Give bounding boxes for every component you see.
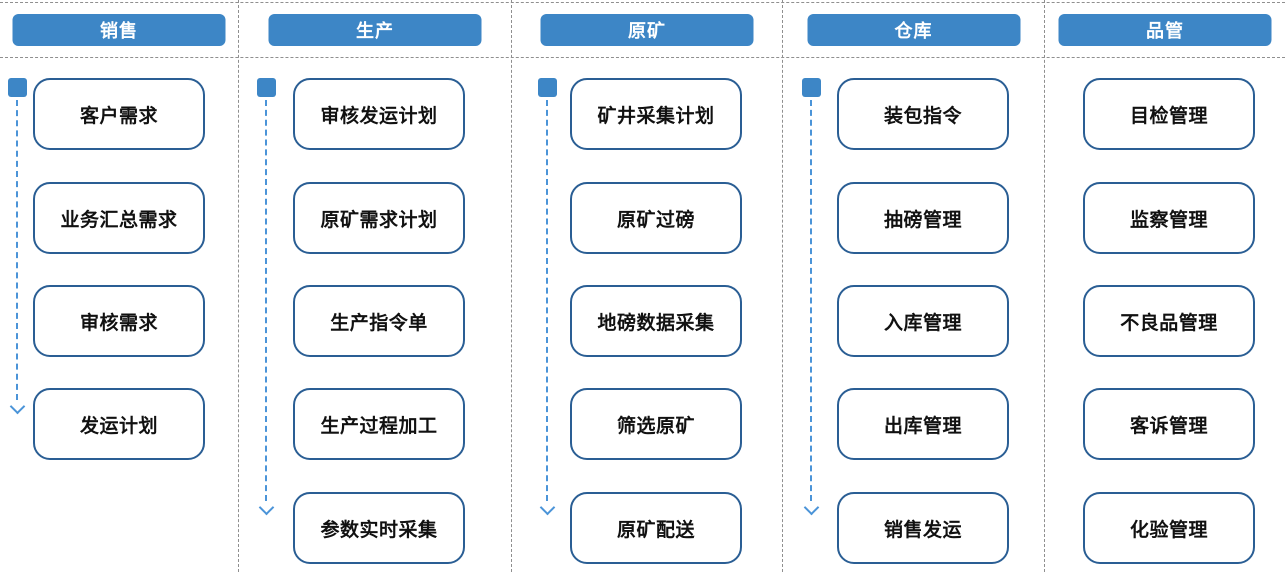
column-header-warehouse: 仓库: [807, 14, 1020, 46]
flow-step-warehouse-4: 出库管理: [837, 388, 1009, 460]
column-header-quality: 品管: [1058, 14, 1272, 46]
flow-step-quality-1: 目检管理: [1083, 78, 1255, 150]
flow-step-warehouse-5: 销售发运: [837, 492, 1009, 564]
column-header-sales: 销售: [12, 14, 226, 46]
flow-step-quality-4: 客诉管理: [1083, 388, 1255, 460]
flow-step-quality-3: 不良品管理: [1083, 285, 1255, 357]
flow-step-raw-ore-4: 筛选原矿: [570, 388, 742, 460]
flow-start-marker: [257, 78, 276, 97]
flow-dashed-line: [546, 100, 548, 501]
column-quality: 品管 目检管理 监察管理 不良品管理 客诉管理 化验管理: [1045, 0, 1285, 572]
flow-start-marker: [538, 78, 557, 97]
flow-step-production-4: 生产过程加工: [293, 388, 465, 460]
flow-step-raw-ore-5: 原矿配送: [570, 492, 742, 564]
column-raw-ore: 原矿 矿井采集计划 原矿过磅 地磅数据采集 筛选原矿 原矿配送: [512, 0, 783, 572]
column-sales: 销售 客户需求 业务汇总需求 审核需求 发运计划: [0, 0, 239, 572]
flow-step-warehouse-1: 装包指令: [837, 78, 1009, 150]
flow-step-quality-2: 监察管理: [1083, 182, 1255, 254]
column-header-raw-ore: 原矿: [540, 14, 754, 46]
column-header-production: 生产: [268, 14, 482, 46]
arrow-down-icon: [803, 499, 820, 516]
flow-step-sales-3: 审核需求: [33, 285, 205, 357]
flow-start-marker: [802, 78, 821, 97]
flow-step-production-3: 生产指令单: [293, 285, 465, 357]
flow-step-warehouse-3: 入库管理: [837, 285, 1009, 357]
arrow-down-icon: [539, 499, 556, 516]
flow-step-raw-ore-3: 地磅数据采集: [570, 285, 742, 357]
flow-step-sales-4: 发运计划: [33, 388, 205, 460]
column-warehouse: 仓库 装包指令 抽磅管理 入库管理 出库管理 销售发运: [783, 0, 1045, 572]
column-production: 生产 审核发运计划 原矿需求计划 生产指令单 生产过程加工 参数实时采集: [239, 0, 512, 572]
top-dashed-divider: [0, 2, 1285, 3]
flow-step-production-1: 审核发运计划: [293, 78, 465, 150]
flow-dashed-line: [16, 100, 18, 400]
arrow-down-icon: [258, 499, 275, 516]
flow-step-production-2: 原矿需求计划: [293, 182, 465, 254]
header-row-divider: [0, 57, 1285, 58]
flow-dashed-line: [265, 100, 267, 501]
arrow-down-icon: [9, 398, 26, 415]
flow-step-production-5: 参数实时采集: [293, 492, 465, 564]
flow-dashed-line: [810, 100, 812, 501]
flow-start-marker: [8, 78, 27, 97]
flow-step-raw-ore-2: 原矿过磅: [570, 182, 742, 254]
flow-step-warehouse-2: 抽磅管理: [837, 182, 1009, 254]
flow-step-quality-5: 化验管理: [1083, 492, 1255, 564]
flow-step-sales-2: 业务汇总需求: [33, 182, 205, 254]
flow-step-sales-1: 客户需求: [33, 78, 205, 150]
flow-step-raw-ore-1: 矿井采集计划: [570, 78, 742, 150]
